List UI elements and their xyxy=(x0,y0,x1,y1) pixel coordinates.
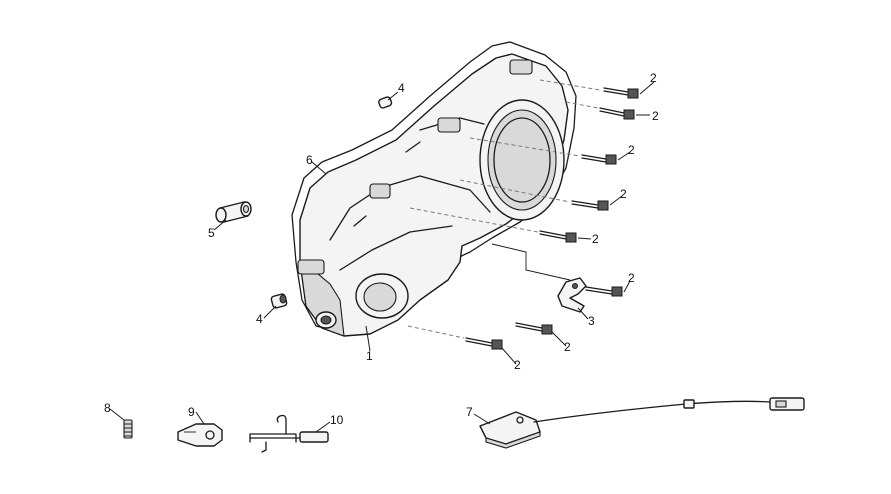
callout-10: 10 xyxy=(330,413,344,427)
bolt-e xyxy=(539,230,577,243)
mount-tab-mid xyxy=(437,117,461,133)
callout-2e: 2 xyxy=(592,232,599,246)
cable-clip xyxy=(683,399,695,409)
callout-7: 7 xyxy=(466,405,473,419)
callout-6: 6 xyxy=(306,153,313,167)
hook-rod xyxy=(249,414,329,453)
callout-2h: 2 xyxy=(514,358,521,372)
mount-tab-top xyxy=(509,59,533,75)
cable xyxy=(533,400,771,423)
bolt-head xyxy=(627,88,639,99)
callout-5: 5 xyxy=(208,226,215,240)
pipe-stub-hole xyxy=(320,315,332,325)
callout-2g: 2 xyxy=(564,340,571,354)
spring xyxy=(123,419,133,439)
callout-2f: 2 xyxy=(628,271,635,285)
bolt-head xyxy=(605,154,617,165)
mount-tab-left xyxy=(369,183,391,199)
bolt-head xyxy=(597,200,609,211)
mount-tab-bottom xyxy=(297,259,325,275)
bracket-hole xyxy=(572,283,578,289)
slot-mark-1 xyxy=(405,141,421,153)
callout-4b: 4 xyxy=(256,312,263,326)
bracket-guide xyxy=(491,243,571,281)
callout-4a: 4 xyxy=(398,81,405,95)
bolt-g xyxy=(515,322,553,335)
callout-2a: 2 xyxy=(650,71,657,85)
cable-end-slot xyxy=(775,400,787,408)
inner-rib-1 xyxy=(329,175,491,241)
callout-2d: 2 xyxy=(620,187,627,201)
sleeve xyxy=(215,201,252,223)
large-ring-bore xyxy=(493,117,551,203)
crankcase-cover xyxy=(291,41,577,337)
bolt-a xyxy=(603,87,639,99)
lower-boss-inner xyxy=(363,282,397,312)
bolt-b xyxy=(599,107,635,120)
bolt-head xyxy=(623,109,635,120)
bolt-head xyxy=(565,232,577,243)
bolt-h xyxy=(465,337,503,350)
callout-8: 8 xyxy=(104,401,111,415)
inner-rib-2 xyxy=(339,225,453,271)
key-plate xyxy=(177,423,223,447)
callout-1: 1 xyxy=(366,349,373,363)
assembly-lines xyxy=(407,79,601,339)
callout-labels: 1 2 2 2 2 2 2 2 2 3 4 4 5 6 7 8 9 10 xyxy=(104,71,659,427)
slot-mark-2 xyxy=(353,215,367,227)
callout-2b: 2 xyxy=(652,109,659,123)
callout-9: 9 xyxy=(188,405,195,419)
cable-assembly xyxy=(479,397,805,449)
bolt-d xyxy=(571,200,609,211)
bolts xyxy=(465,87,639,350)
callout-3: 3 xyxy=(588,314,595,328)
bolt-head xyxy=(541,324,553,335)
callout-2c: 2 xyxy=(628,143,635,157)
bolt-c xyxy=(581,154,617,165)
leader-lines xyxy=(109,81,655,433)
bolt-head xyxy=(611,286,623,297)
inner-rib-3 xyxy=(419,117,485,131)
dowel-pin-bottom xyxy=(270,293,288,309)
bolt-f xyxy=(585,286,623,297)
bolt-head xyxy=(491,339,503,350)
large-ring-inner xyxy=(487,109,557,211)
cable-end xyxy=(769,397,805,411)
bracket xyxy=(557,277,587,313)
